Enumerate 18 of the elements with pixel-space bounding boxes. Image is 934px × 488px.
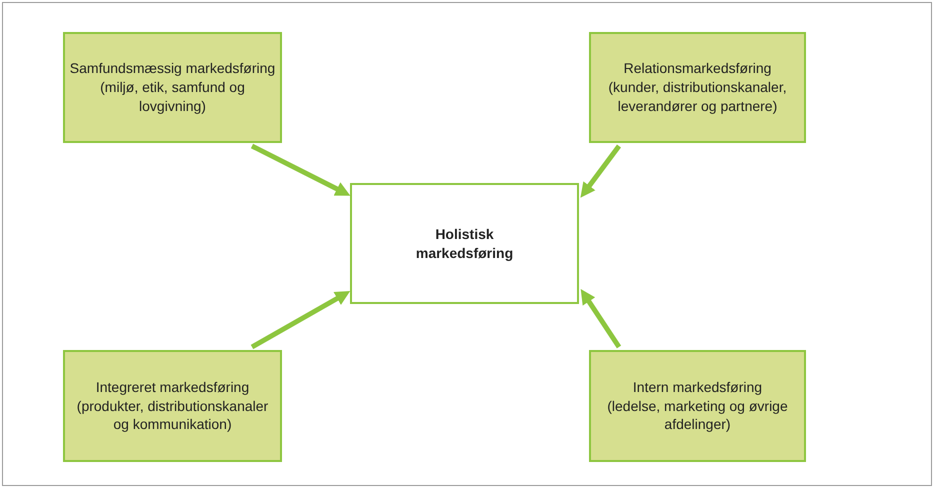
box-description: (produkter, distributionskanaler og kommunikation) — [76, 396, 270, 434]
concept-box — [589, 32, 806, 143]
arrow — [580, 144, 621, 198]
box-heading: Integreret markedsføring — [96, 378, 250, 397]
arrow — [580, 289, 622, 348]
center-title: Holistisk markedsføring — [414, 224, 514, 262]
box-description: (kunder, distributionskanaler, leverandører og partnere) — [607, 78, 788, 116]
box-heading: Samfundsmæssig markedsføring — [70, 59, 276, 78]
arrow — [250, 291, 350, 350]
box-heading: Intern markedsføring — [632, 378, 762, 397]
box-heading: Relationsmarkedsføring — [624, 59, 772, 78]
concept-box — [589, 350, 806, 462]
arrow — [250, 144, 350, 196]
concept-box — [63, 350, 282, 462]
box-description: (miljø, etik, samfund og lovgivning) — [99, 78, 246, 116]
center-box — [350, 183, 579, 304]
concept-box — [63, 32, 282, 143]
box-description: (ledelse, marketing og øvrige afdelinger) — [606, 396, 789, 434]
